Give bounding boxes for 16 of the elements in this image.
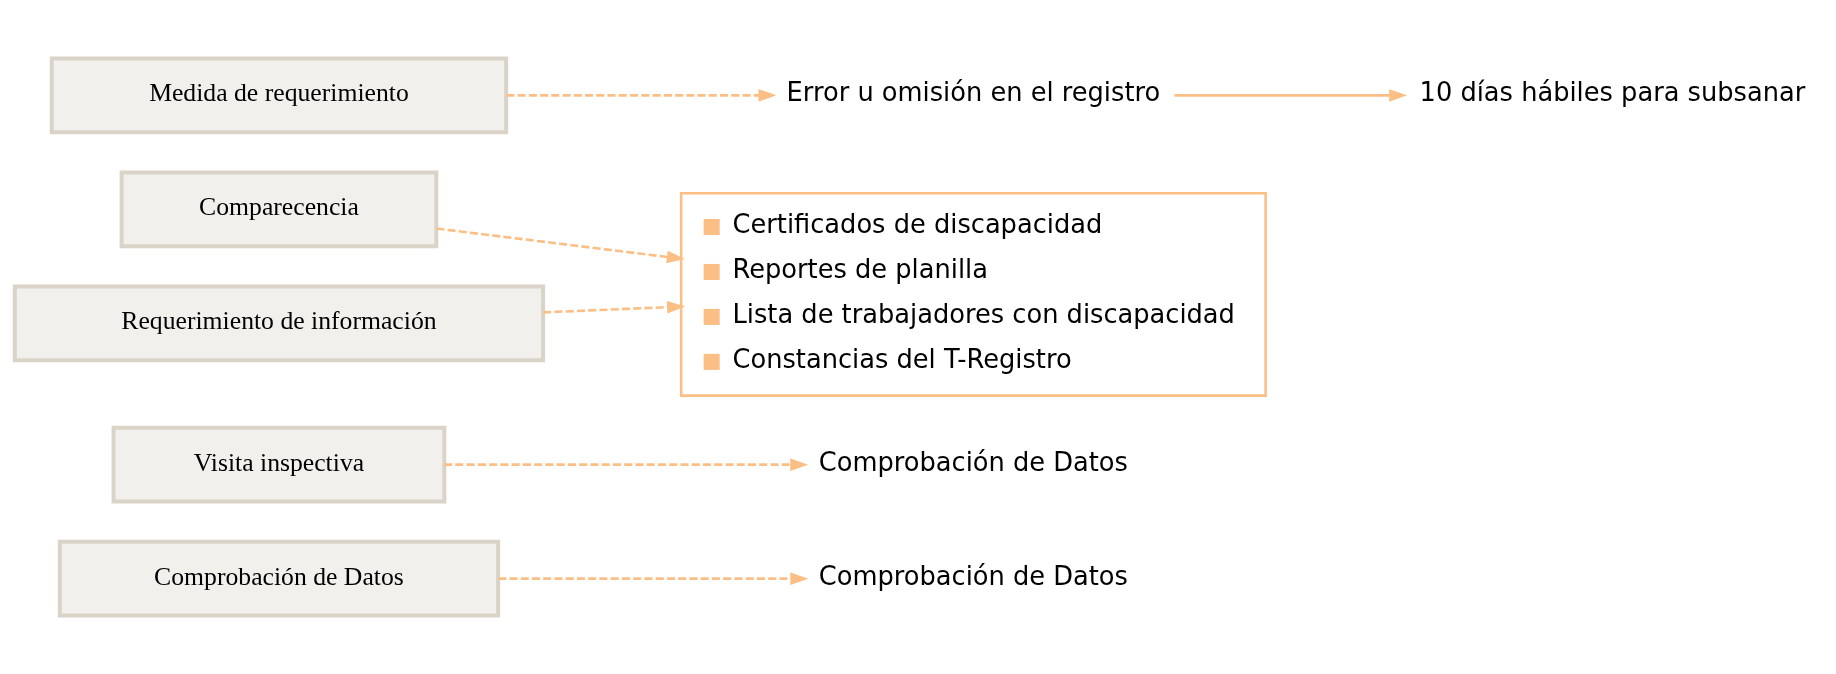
node-box: Requerimiento de información: [12, 284, 546, 363]
arrow: [506, 89, 777, 102]
node-text: Comprobación de Datos: [818, 446, 1128, 477]
node-box: Certificados de discapacidad Reportes de planilla Lista de trabajadores con discapacidad Constancias del T-Registro: [679, 192, 1267, 397]
node-box: Medida de requerimiento: [49, 56, 509, 135]
arrow: [543, 300, 686, 314]
arrow: [444, 458, 809, 471]
node-text: 10 días hábiles para subsanar: [1419, 77, 1806, 108]
arrow: [498, 572, 809, 585]
arrow: [1174, 89, 1408, 102]
node-box: Comparecencia: [119, 170, 439, 249]
node-text: Comprobación de Datos: [818, 560, 1128, 591]
node-box: Comprobación de Datos: [57, 539, 501, 618]
arrow: [436, 227, 685, 264]
node-box: Visita inspectiva: [111, 425, 447, 504]
node-text: Error u omisión en el registro: [786, 77, 1161, 108]
